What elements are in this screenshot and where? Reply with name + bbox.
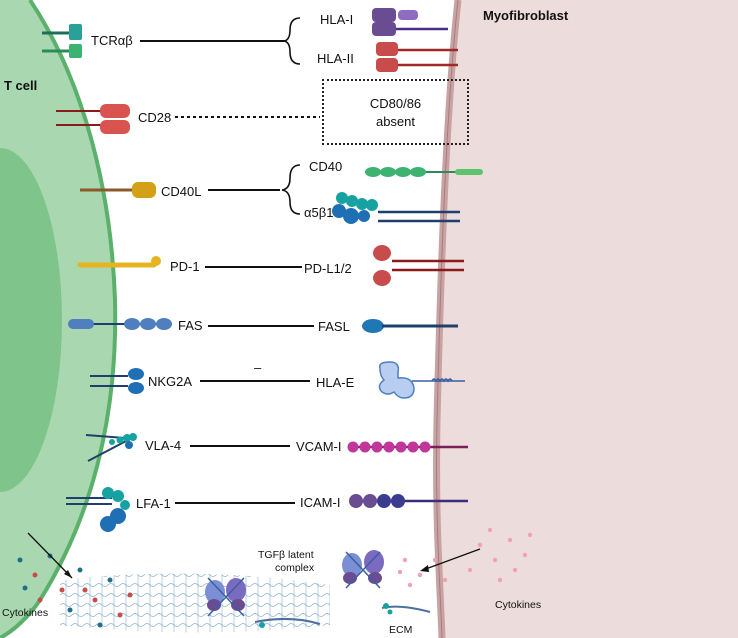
cd40-label: CD40 (309, 159, 343, 174)
vla-4-label: VLA-4 (145, 438, 182, 453)
cd40l-label: CD40L (161, 184, 202, 199)
nkg2a-label: NKG2A (148, 374, 193, 389)
pd-1-label: PD-1 (170, 259, 200, 274)
tgfb-latent-complex-ecm-icon (205, 577, 246, 617)
t-cell (0, 0, 118, 638)
a5b1-integrin-icon (332, 192, 460, 224)
cytokines-right-label: Cytokines (495, 599, 542, 611)
cytokines-right-dots (397, 527, 533, 588)
ecm-label: ECM (389, 624, 413, 636)
tgfb-latent-complex-icon (342, 550, 384, 589)
myofibroblast-label: Myofibroblast (483, 8, 569, 23)
cytokines-left-dots (17, 553, 133, 628)
cytokines-left-label: Cytokines (2, 607, 49, 619)
lfa-1-integrin-icon (66, 487, 130, 532)
hla-ii-molecule-icon (376, 42, 458, 72)
hla-e-molecule-icon (378, 361, 465, 399)
icam-i-molecule-icon (349, 494, 468, 508)
pd-l1-label: PD-L1/2 (304, 261, 352, 276)
ecm-fiber-icon (254, 603, 431, 628)
vcam-i-molecule-icon (347, 441, 468, 453)
cytokines-left-arrowhead (64, 570, 72, 578)
hla-i-label: HLA-I (320, 12, 354, 27)
cd40-molecule-icon (365, 167, 483, 177)
tcr-receptor-icon (42, 24, 82, 58)
cytokines-left-arrow (27, 532, 73, 579)
icam-i-label: ICAM-I (300, 495, 341, 510)
lfa-1-label: LFA-1 (136, 496, 171, 511)
a5b1-label: α5β1 (304, 205, 334, 220)
nkg2a-receptor-icon (90, 368, 144, 394)
cd40l-receptor-icon (80, 182, 156, 198)
vla-4-integrin-icon (85, 433, 137, 462)
vcam-i-label: VCAM-I (296, 439, 342, 454)
cd80-86-absent-box: CD80/86 absent (322, 79, 469, 145)
cd28-label: CD28 (138, 110, 172, 125)
pd-l1-molecule-icon (373, 245, 464, 286)
cytokines-right-arrow (422, 548, 481, 571)
cytokines-right-arrowhead (420, 565, 429, 572)
hla-e-label: HLA-E (316, 375, 355, 390)
t-cell-label: T cell (4, 78, 38, 93)
fasl-molecule-icon (362, 319, 458, 333)
cd80-86-label: CD80/86 (369, 96, 422, 111)
fas-label: FAS (178, 318, 203, 333)
pd-1-receptor-icon (77, 256, 161, 268)
fas-receptor-icon (68, 318, 172, 330)
tcr-label: TCRαβ (91, 33, 133, 48)
hla-ii-label: HLA-II (317, 51, 354, 66)
ecm-mesh (60, 573, 330, 633)
fasl-label: FASL (318, 319, 350, 334)
connector-lines (140, 17, 320, 504)
cd28-receptor-icon (56, 104, 130, 134)
nkg2a-inhibitory-sign: – (254, 360, 262, 375)
tgfb-complex-label: complex (275, 562, 315, 574)
absent-label: absent (375, 113, 416, 129)
hla-i-molecule-icon (372, 8, 448, 36)
tgfb-latent-label: TGFβ latent (258, 549, 314, 561)
myofibroblast-cell (433, 0, 738, 638)
